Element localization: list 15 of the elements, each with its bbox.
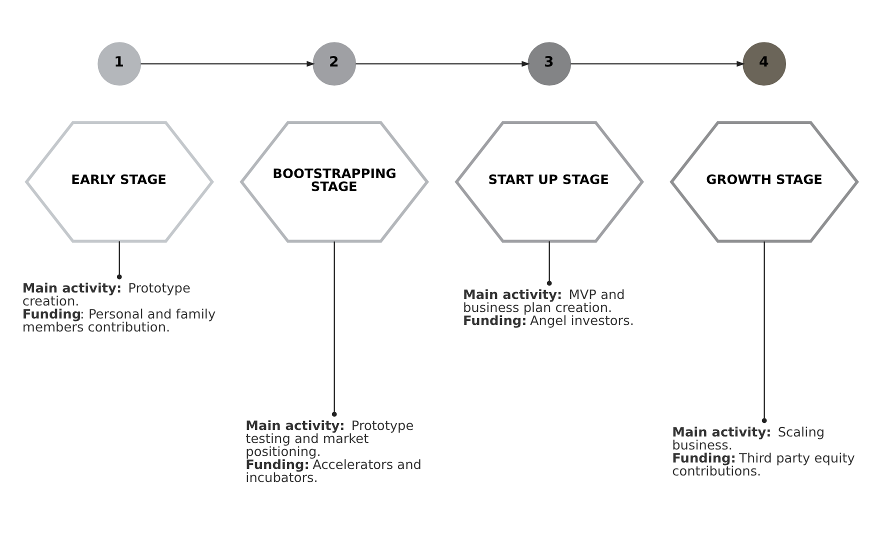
connector xyxy=(332,241,337,417)
node-text: Main activity: MVP and business plan creation. Funding: Angel investors. xyxy=(462,288,634,330)
node-circle: 4 xyxy=(742,42,786,86)
node-circle: 2 xyxy=(312,42,356,86)
node-circle: 1 xyxy=(98,42,142,86)
arrow xyxy=(356,60,530,67)
node-text: Main activity: Prototype creation. Funding: Personal and family members contribution. xyxy=(22,282,216,336)
connector xyxy=(116,241,122,280)
connector xyxy=(546,241,552,286)
arrow xyxy=(140,60,315,67)
node-circle: 3 xyxy=(528,42,572,86)
arrow xyxy=(570,60,745,67)
node-text: Main activity: Prototype testing and market positioning. Funding: Accelerators and incubators. xyxy=(246,419,422,486)
connector xyxy=(762,241,767,424)
node-text: Main activity: Scaling business. Funding: Third party equity contributions. xyxy=(672,426,855,480)
